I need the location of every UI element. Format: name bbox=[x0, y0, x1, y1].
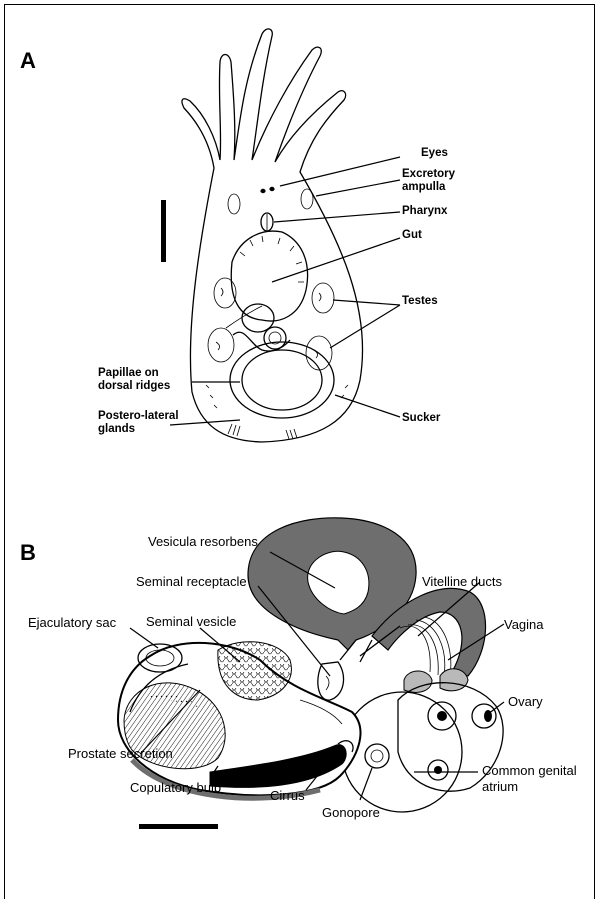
label-ovary: Ovary bbox=[508, 694, 543, 709]
eye-right bbox=[269, 187, 274, 191]
label-papillae-2: dorsal ridges bbox=[98, 380, 170, 392]
gonopore-shape bbox=[365, 744, 389, 768]
panel-b-organs bbox=[118, 518, 503, 812]
label-copulatory-bulb: Copulatory bulb bbox=[130, 780, 221, 795]
testis-3 bbox=[208, 328, 234, 362]
label-testes: Testes bbox=[402, 295, 438, 307]
label-papillae-1: Papillae on bbox=[98, 367, 159, 379]
label-ejaculatory-sac: Ejaculatory sac bbox=[28, 615, 117, 630]
label-common-genital-1: Common genital bbox=[482, 763, 577, 778]
panel-a-leaders bbox=[170, 157, 400, 425]
scale-bar-a bbox=[161, 200, 166, 262]
label-eyes: Eyes bbox=[421, 147, 448, 159]
ampulla-left bbox=[228, 194, 240, 214]
label-gut: Gut bbox=[402, 229, 422, 241]
sucker-outer bbox=[230, 342, 334, 418]
panel-a-organism bbox=[182, 29, 363, 442]
label-cirrus: Cirrus bbox=[270, 788, 305, 803]
label-seminal-receptacle: Seminal receptacle bbox=[136, 574, 247, 589]
label-postero-1: Postero-lateral bbox=[98, 410, 179, 422]
label-seminal-vesicle: Seminal vesicle bbox=[146, 614, 236, 629]
label-common-genital-2: atrium bbox=[482, 779, 518, 794]
seminal-receptacle-shape bbox=[318, 662, 344, 700]
panel-a-letter: A bbox=[20, 48, 36, 73]
label-pharynx: Pharynx bbox=[402, 205, 448, 217]
label-sucker: Sucker bbox=[402, 412, 441, 424]
ampulla-right bbox=[301, 189, 313, 209]
label-prostate-secretion: Prostate secretion bbox=[68, 746, 173, 761]
panel-a-labels: Eyes Excretory ampulla Pharynx Gut Teste… bbox=[98, 147, 456, 435]
testis-2 bbox=[312, 283, 334, 313]
label-postero-2: glands bbox=[98, 423, 135, 435]
body-outline bbox=[182, 29, 363, 442]
common-genital-atrium-shape bbox=[342, 692, 462, 812]
label-vitelline-ducts: Vitelline ducts bbox=[422, 574, 502, 589]
label-gonopore: Gonopore bbox=[322, 805, 380, 820]
label-excretory-2: ampulla bbox=[402, 181, 446, 193]
panel-b-letter: B bbox=[20, 540, 36, 565]
sucker-inner bbox=[242, 350, 322, 410]
label-vesicula-resorbens: Vesicula resorbens bbox=[148, 534, 258, 549]
eye-left bbox=[260, 189, 265, 193]
scale-bar-b bbox=[139, 824, 218, 829]
label-vagina: Vagina bbox=[504, 617, 544, 632]
label-excretory-1: Excretory bbox=[402, 168, 456, 180]
